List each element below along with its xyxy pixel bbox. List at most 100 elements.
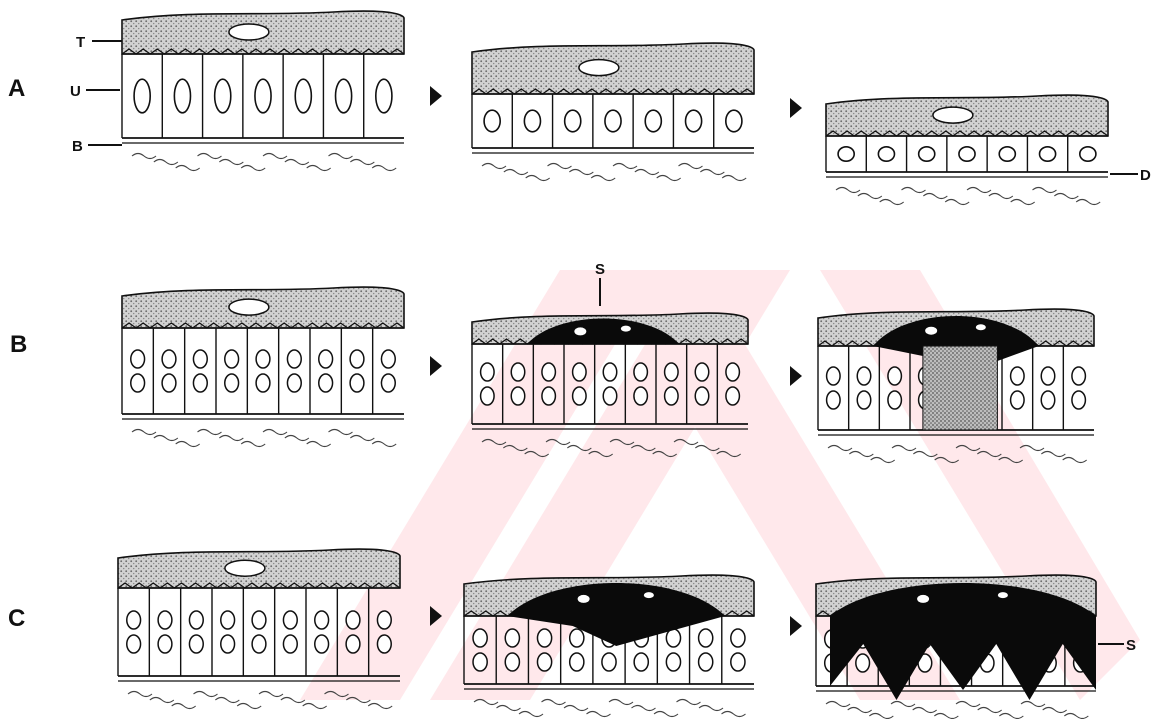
- stroma-fiber: [372, 442, 396, 447]
- cell-nucleus: [505, 653, 519, 671]
- stroma-fiber: [679, 164, 703, 169]
- stroma-fiber: [700, 170, 724, 175]
- stroma-fiber: [128, 692, 152, 697]
- stroma-fiber: [613, 164, 637, 169]
- panel-a1: [122, 11, 404, 170]
- cell-nucleus: [193, 350, 207, 368]
- cell-nucleus: [174, 79, 190, 113]
- stroma-fiber: [956, 702, 980, 707]
- stroma-fiber: [219, 160, 243, 165]
- arrow-a1: [430, 86, 442, 106]
- cell-nucleus: [473, 629, 487, 647]
- cell-nucleus: [158, 635, 172, 653]
- cell-nucleus: [511, 387, 524, 405]
- cell-nucleus: [570, 629, 584, 647]
- cell-nucleus: [381, 374, 395, 392]
- cell-nucleus: [346, 611, 360, 629]
- cell-nucleus: [127, 635, 141, 653]
- stroma-fiber: [934, 714, 958, 719]
- stroma-fiber: [194, 692, 218, 697]
- arrow-a2: [790, 98, 802, 118]
- lesion-hole: [976, 324, 986, 330]
- row-label-b: B: [10, 331, 27, 358]
- cell-nucleus: [131, 350, 145, 368]
- stroma-fiber: [259, 692, 283, 697]
- stroma-fiber: [307, 166, 331, 171]
- cell-nucleus: [570, 653, 584, 671]
- cell-nucleus: [726, 110, 742, 132]
- cell-nucleus: [315, 635, 329, 653]
- cell-nucleus: [481, 387, 494, 405]
- stroma-fiber: [519, 712, 543, 717]
- mucus-vacuole: [933, 107, 973, 123]
- cell-nucleus: [381, 350, 395, 368]
- cell-nucleus: [215, 79, 231, 113]
- cell-nucleus: [602, 653, 616, 671]
- stroma-fiber: [999, 714, 1023, 719]
- stroma-fiber: [699, 706, 723, 711]
- stroma-fiber: [172, 704, 196, 709]
- stroma-fiber: [880, 200, 904, 205]
- cell-nucleus: [1041, 367, 1054, 385]
- stroma-fiber: [978, 708, 1002, 713]
- lesion-hole: [578, 595, 590, 603]
- cell-nucleus: [919, 147, 935, 161]
- stroma-fiber: [482, 164, 506, 169]
- stroma-fiber: [891, 702, 915, 707]
- mucus-vacuole: [229, 24, 269, 40]
- cell-nucleus: [645, 110, 661, 132]
- lesion-hole: [621, 326, 631, 332]
- stroma-fiber: [526, 176, 550, 181]
- cell-nucleus: [1072, 367, 1085, 385]
- stroma-fiber: [858, 194, 882, 199]
- cell-nucleus: [1072, 391, 1085, 409]
- stroma-fiber: [132, 154, 156, 159]
- stroma-fiber: [923, 194, 947, 199]
- stroma-fiber: [497, 706, 521, 711]
- stroma-fiber: [591, 176, 615, 181]
- stroma-fiber: [871, 458, 895, 463]
- cell-nucleus: [377, 635, 391, 653]
- cell-nucleus: [376, 79, 392, 113]
- stroma-fiber: [836, 188, 860, 193]
- cell-nucleus: [225, 374, 239, 392]
- cell-nucleus: [634, 387, 647, 405]
- stroma-fiber: [154, 436, 178, 441]
- stroma-fiber: [892, 446, 916, 451]
- cell-nucleus: [634, 653, 648, 671]
- cell-nucleus: [537, 629, 551, 647]
- lesion-hole: [925, 327, 937, 335]
- stroma-fiber: [826, 702, 850, 707]
- stroma-fiber: [263, 430, 287, 435]
- stroma-fiber: [722, 176, 746, 181]
- cell-nucleus: [221, 611, 235, 629]
- stroma-fiber: [285, 160, 309, 165]
- cell-nucleus: [524, 110, 540, 132]
- stroma-fiber: [632, 706, 656, 711]
- stroma-fiber: [967, 188, 991, 193]
- cell-nucleus: [999, 147, 1015, 161]
- cell-nucleus: [295, 79, 311, 113]
- stroma-fiber: [1063, 458, 1087, 463]
- cell-nucleus: [131, 374, 145, 392]
- cell-nucleus: [256, 350, 270, 368]
- arrow-b1: [430, 356, 442, 376]
- stroma-fiber: [176, 442, 200, 447]
- stroma-fiber: [1043, 708, 1067, 713]
- cell-nucleus: [959, 147, 975, 161]
- lesion-hole: [917, 595, 929, 603]
- cell-nucleus: [699, 629, 713, 647]
- cell-nucleus: [350, 374, 364, 392]
- row-label-c: C: [8, 605, 25, 632]
- cell-nucleus: [315, 611, 329, 629]
- cell-nucleus: [193, 374, 207, 392]
- cell-nucleus: [1080, 147, 1096, 161]
- stroma-fiber: [1011, 200, 1035, 205]
- cell-nucleus: [634, 363, 647, 381]
- cell-nucleus: [287, 350, 301, 368]
- stroma-fiber: [307, 442, 331, 447]
- cell-nucleus: [666, 653, 680, 671]
- label-u: U: [70, 83, 81, 100]
- cell-nucleus: [699, 653, 713, 671]
- cell-nucleus: [319, 374, 333, 392]
